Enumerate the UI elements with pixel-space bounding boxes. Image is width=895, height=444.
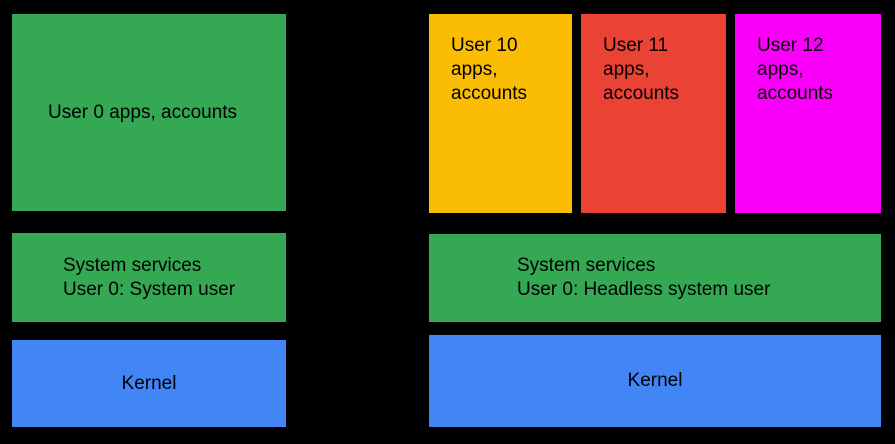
block-user10-apps: User 10 apps, accounts (429, 14, 572, 213)
user10-apps-label: User 10 apps, accounts (451, 35, 528, 104)
right-services-line2: User 0: Headless system user (517, 279, 771, 300)
block-user12-apps: User 12 apps, accounts (735, 14, 881, 213)
block-right-kernel: Kernel (429, 335, 881, 427)
block-user0-apps: User 0 apps, accounts (12, 14, 286, 211)
right-services-line1: System services (517, 255, 656, 276)
left-services-line1: System services (63, 254, 202, 276)
left-services-line2: User 0: System user (63, 278, 236, 300)
user11-apps-label: User 11 apps, accounts (603, 35, 680, 104)
block-right-system-services: System services User 0: Headless system … (429, 234, 881, 322)
block-user11-apps: User 11 apps, accounts (581, 14, 726, 213)
left-kernel-label: Kernel (121, 372, 177, 394)
user12-apps-label: User 12 apps, accounts (757, 35, 834, 104)
block-left-system-services: System services User 0: System user (12, 233, 286, 322)
block-left-kernel: Kernel (12, 340, 286, 427)
right-kernel-label: Kernel (627, 370, 683, 391)
user0-apps-label: User 0 apps, accounts (48, 101, 238, 123)
